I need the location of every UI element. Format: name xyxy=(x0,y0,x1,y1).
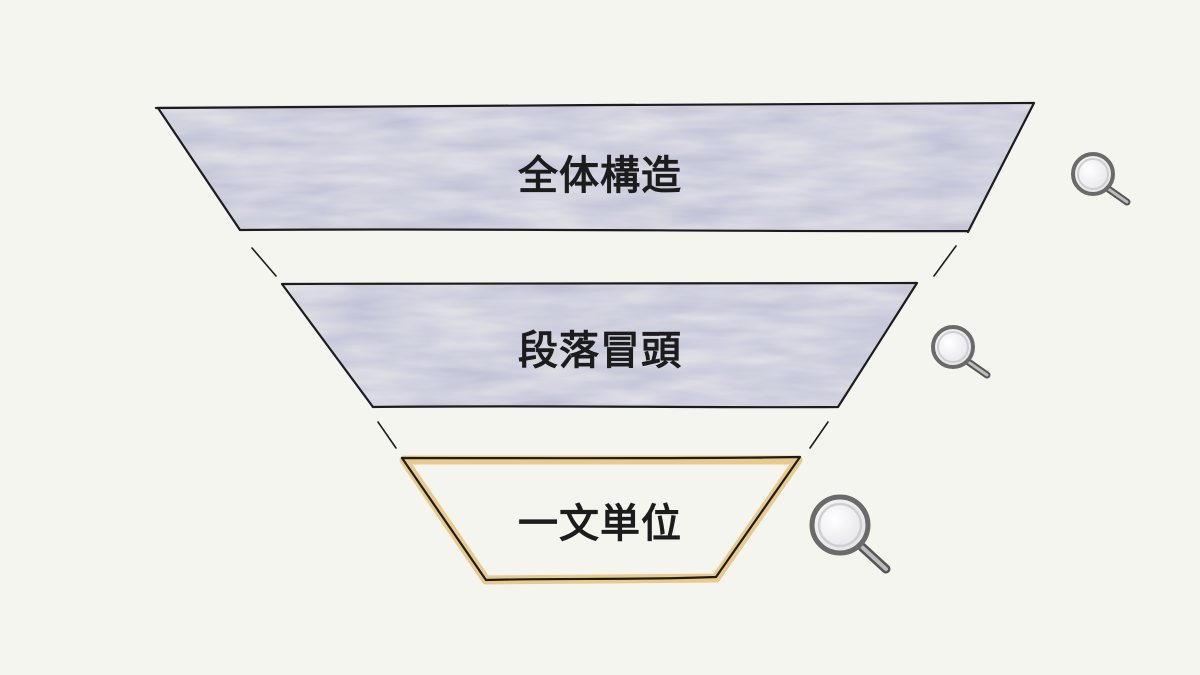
magnifier-icon xyxy=(931,325,991,379)
connector-left-2 xyxy=(377,421,397,449)
level-2-label: 段落冒頭 xyxy=(518,328,682,374)
level-3-outline xyxy=(400,455,802,582)
level-2-outline xyxy=(280,281,919,409)
level-2-fill xyxy=(284,284,916,408)
level-1-label: 全体構造 xyxy=(518,153,682,199)
level-1-fill xyxy=(158,104,1034,232)
connector-right-1 xyxy=(933,245,957,277)
connector-left-1 xyxy=(251,247,277,277)
magnifier-icon xyxy=(1071,152,1131,206)
connector-right-2 xyxy=(809,421,829,449)
level-1-outline xyxy=(154,101,1036,234)
level-3-label: 一文単位 xyxy=(518,501,682,547)
magnifier-icon xyxy=(809,494,891,574)
